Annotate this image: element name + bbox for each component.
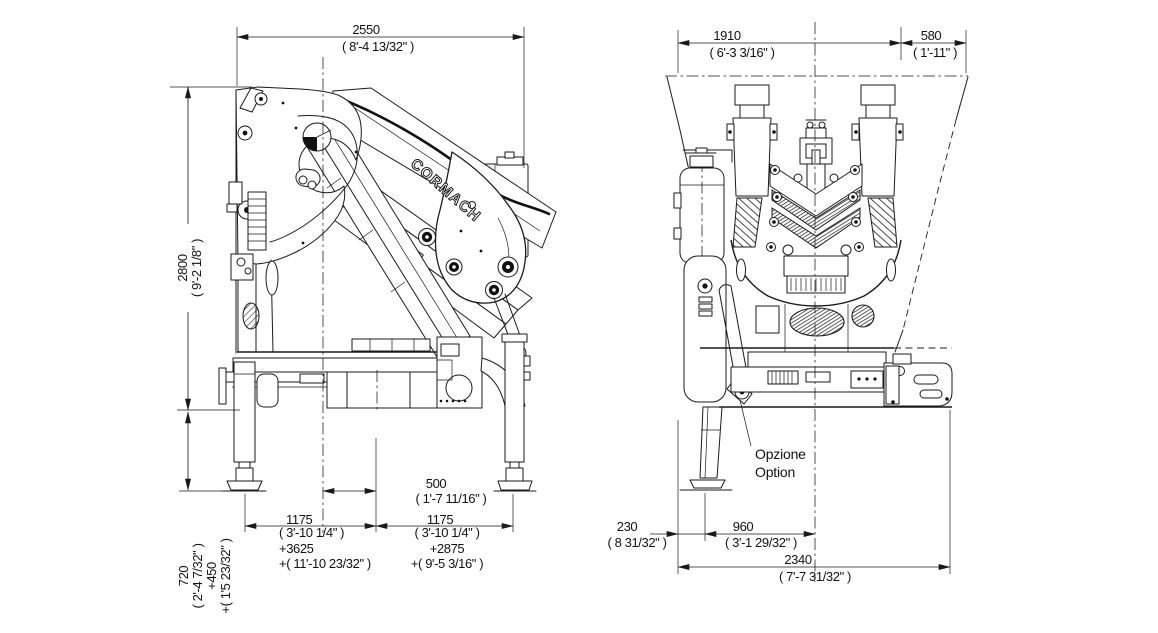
dimension-230: 230 ( 8 31/32" ) — [607, 519, 705, 550]
dim-2340-imperial: ( 7'-7 31/32" ) — [779, 569, 851, 584]
dim-230-imperial: ( 8 31/32" ) — [607, 535, 666, 550]
dim-720-imperial: ( 2'-4 7/32" ) — [190, 543, 205, 608]
dim-2550-mm: 2550 — [352, 22, 379, 37]
dim-1175-right-ext-mm: +2875 — [430, 541, 465, 556]
dim-2800-imperial: ( 9'-2 1/8" ) — [189, 239, 204, 297]
dim-720-mm: 720 — [176, 566, 191, 587]
side-boom-head — [418, 151, 527, 361]
dim-1175-left-imperial: ( 3'-10 1/4" ) — [279, 525, 344, 540]
rear-boom-column-left — [726, 84, 778, 248]
option-label-en: Option — [755, 464, 795, 480]
centerlines — [322, 22, 968, 582]
dimension-2340: 2340 ( 7'-7 31/32" ) — [677, 552, 951, 584]
dim-580-mm: 580 — [921, 28, 942, 43]
side-view-drawing: CORMACH — [218, 86, 557, 491]
dimension-500: 500 ( 1'-7 11/16" ) — [322, 476, 487, 506]
rear-center-mast — [730, 119, 902, 307]
dim-2800-mm: 2800 — [175, 254, 190, 281]
rear-view-drawing: Opzione Option — [666, 76, 969, 489]
dim-1175-right-imperial: ( 3'-10 1/4" ) — [414, 525, 479, 540]
dimension-2550: 2550 ( 8'-4 13/32" ) — [236, 22, 525, 54]
rear-base-frame — [700, 304, 953, 408]
side-inner-boom — [300, 115, 471, 358]
dim-2550-imperial: ( 8'-4 13/32" ) — [342, 39, 414, 54]
dim-1910-imperial: ( 6'-3 3/16" ) — [709, 45, 774, 60]
dim-720-ext-imperial: +( 1'5 23/32" ) — [218, 538, 233, 613]
dimension-1175-right: 1175 ( 3'-10 1/4" ) +2875 +( 9'-5 3/16" … — [375, 512, 514, 571]
sheave-circles — [418, 201, 519, 299]
dim-1175-right-mm: 1175 — [427, 512, 454, 527]
side-stabilizer-left — [226, 361, 263, 491]
dimension-1910: 1910 ( 6'-3 3/16" ) — [677, 28, 902, 60]
option-label-it: Opzione — [755, 446, 806, 462]
dim-960-imperial: ( 3'-1 29/32" ) — [725, 535, 797, 550]
dim-500-imperial: ( 1'-7 11/16" ) — [416, 491, 487, 506]
side-column — [226, 86, 362, 354]
dim-1910-mm: 1910 — [713, 28, 740, 43]
dim-1175-left-ext-mm: +3625 — [279, 541, 314, 556]
dim-720-ext-mm: +450 — [204, 562, 219, 590]
dim-230-mm: 230 — [617, 519, 638, 534]
dim-2340-mm: 2340 — [784, 552, 811, 567]
dimension-1175-left: 1175 ( 3'-10 1/4" ) +3625 +( 11'-10 23/3… — [244, 512, 377, 571]
dim-960-mm: 960 — [733, 519, 754, 534]
dim-1175-left-ext-imperial: +( 11'-10 23/32" ) — [279, 556, 371, 571]
dim-1175-right-ext-imperial: +( 9'-5 3/16" ) — [411, 556, 483, 571]
option-leader-line — [739, 399, 752, 447]
dimension-580: 580 ( 1'-11" ) — [900, 28, 967, 60]
dim-1175-left-mm: 1175 — [286, 512, 313, 527]
dim-500-mm: 500 — [426, 476, 447, 491]
dimension-720: 720 ( 2'-4 7/32" ) +450 +( 1'5 23/32" ) — [176, 411, 233, 614]
side-stabilizer-right — [497, 333, 533, 491]
side-base-frame — [218, 336, 526, 412]
rear-oil-tank — [673, 147, 725, 268]
dim-580-imperial: ( 1'-11" ) — [913, 45, 957, 60]
rear-boom-column-right — [851, 84, 904, 248]
dimension-2800: 2800 ( 9'-2 1/8" ) — [175, 86, 204, 411]
dimension-960: 960 ( 3'-1 29/32" ) — [704, 519, 816, 550]
